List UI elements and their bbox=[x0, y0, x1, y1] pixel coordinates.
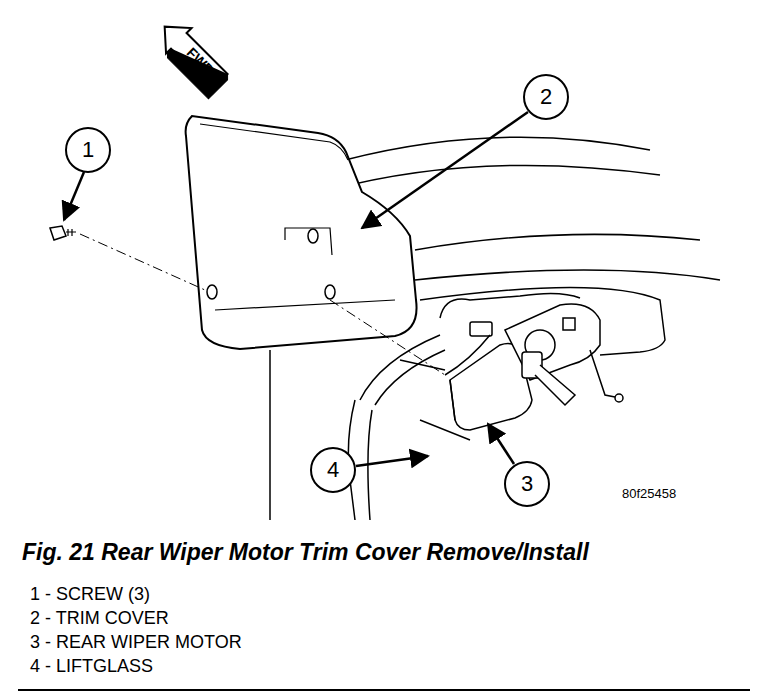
callout-number: 3 bbox=[521, 473, 533, 495]
callout-circle: 1 bbox=[65, 127, 111, 173]
trim-cover bbox=[186, 116, 417, 349]
callout-circle: 2 bbox=[523, 74, 569, 120]
rule bbox=[18, 689, 750, 691]
callout-number: 2 bbox=[540, 86, 552, 108]
figure-id: 80f25458 bbox=[622, 487, 676, 501]
legend-item: 4 - LIFTGLASS bbox=[30, 657, 153, 677]
wiper-motor bbox=[440, 293, 623, 430]
figure-caption: Fig. 21 Rear Wiper Motor Trim Cover Remo… bbox=[22, 540, 589, 565]
callout-number: 1 bbox=[82, 139, 94, 161]
fwd-arrow bbox=[151, 14, 236, 99]
callout-circle: 4 bbox=[310, 447, 356, 493]
screw bbox=[50, 226, 445, 375]
leader-arrows bbox=[64, 112, 528, 466]
legend-item: 3 - REAR WIPER MOTOR bbox=[30, 633, 242, 653]
legend-item: 1 - SCREW (3) bbox=[30, 585, 150, 605]
callout-circle: 3 bbox=[504, 461, 550, 507]
callout-number: 4 bbox=[327, 459, 339, 481]
legend-item: 2 - TRIM COVER bbox=[30, 609, 169, 629]
